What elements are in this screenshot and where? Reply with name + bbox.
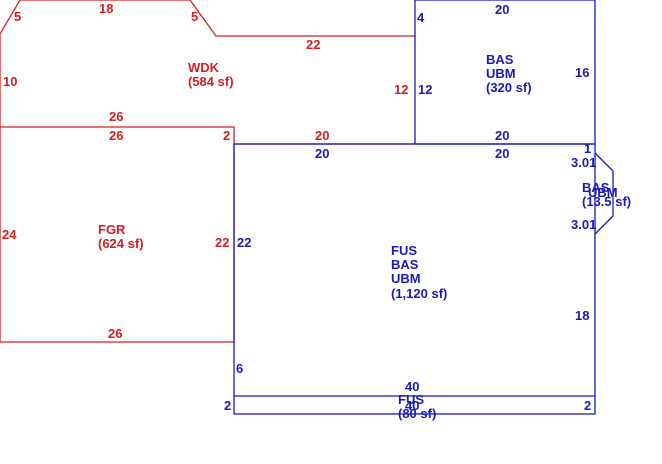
strip-code: FUS [398,392,424,407]
wdk-outline [0,0,415,127]
dim-main-1: 1 [584,141,591,156]
main-line1: FUS [391,243,417,258]
dim-wdk-12: 12 [394,82,408,97]
dim-bas-top-16: 16 [575,65,589,80]
wdk-area: (584 sf) [188,74,234,89]
bay-code: BAS [582,180,610,195]
bay-outline [594,152,614,235]
main-line3: UBM [391,271,421,286]
bay-area: (13.5 sf) [582,194,631,209]
dim-red-20: 20 [315,128,329,143]
dim-main-18: 18 [575,308,589,323]
wdk-code: WDK [188,60,220,75]
dim-strip-2-right: 2 [584,398,591,413]
dim-strip-40-overlap: 40 [405,398,419,413]
fgr-code: FGR [98,222,126,237]
main-outline [233,143,596,415]
dim-wdk-26: 26 [109,109,123,124]
dim-wdk-5-left: 5 [14,9,21,24]
dim-main-20-left: 20 [315,146,329,161]
bas-top-line1: BAS [486,52,514,67]
dim-bas-top-12: 12 [418,82,432,97]
bay-extra: UBM [588,185,618,200]
dim-wdk-5-right: 5 [191,9,198,24]
dim-main-20-right: 20 [495,146,509,161]
bas-top-line2: UBM [486,66,516,81]
main-line2: BAS [391,257,419,272]
dim-fgr-26-bottom: 26 [108,326,122,341]
dim-bay-301-bottom: 3.01 [571,217,596,232]
dim-fgr-22: 22 [215,235,229,250]
fgr-area: (624 sf) [98,236,144,251]
main-area: (1,120 sf) [391,286,447,301]
dim-wdk-22: 22 [306,37,320,52]
strip-area: (80 sf) [398,406,436,421]
dim-strip-40: 40 [405,379,419,394]
dim-bas-top-20-bottom: 20 [495,128,509,143]
dim-fgr-26-top: 26 [109,128,123,143]
dim-bas-top-20-top: 20 [495,2,509,17]
dim-main-6: 6 [236,361,243,376]
bas-top-area: (320 sf) [486,80,532,95]
dim-strip-2-left: 2 [224,398,231,413]
dim-bay-301-top: 3.01 [571,155,596,170]
dim-wdk-18: 18 [99,1,113,16]
dim-fgr-2: 2 [223,128,230,143]
dim-bas-top-4: 4 [417,10,425,25]
dim-wdk-10: 10 [3,74,17,89]
dim-main-22: 22 [237,235,251,250]
dim-fgr-24: 24 [2,227,17,242]
